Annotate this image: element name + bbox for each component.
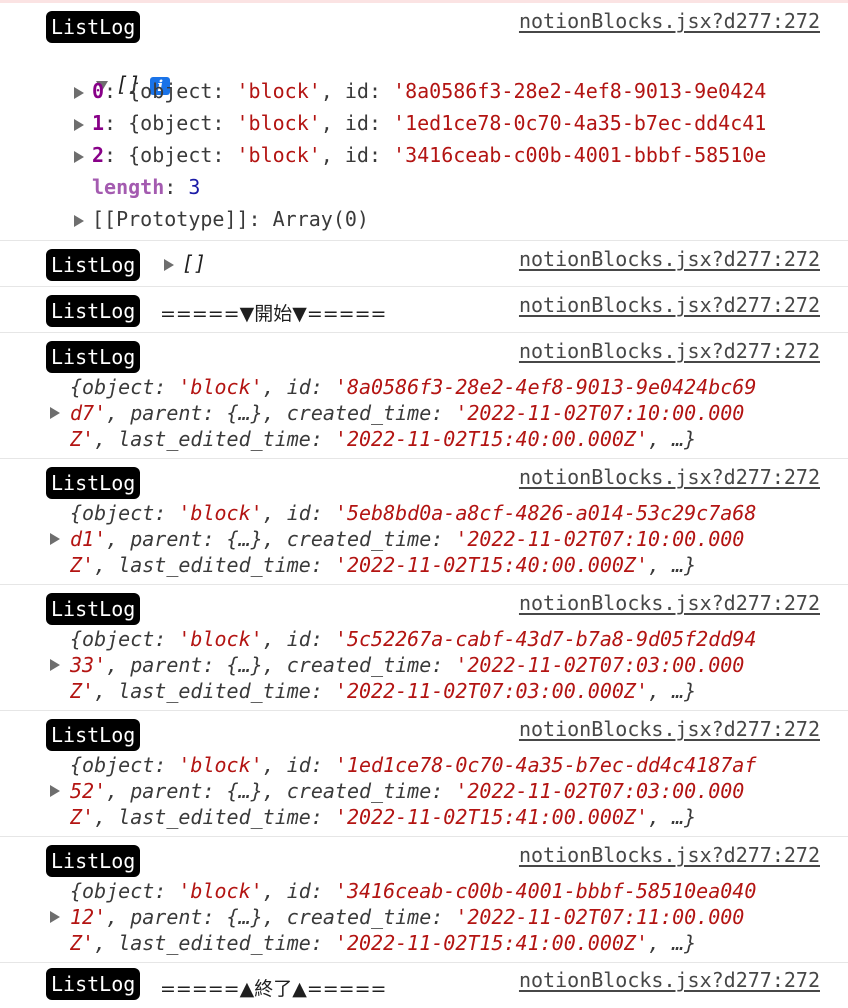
source-link[interactable]: notionBlocks.jsx?d277:272	[518, 843, 820, 867]
object-line-2: 12', parent: {…}, created_time: '2022-11…	[70, 905, 745, 929]
log-badge: ListLog	[46, 968, 141, 1000]
array-toggle-collapsed[interactable]: []	[164, 251, 206, 275]
end-marker-text: =====▲終了▲=====	[160, 978, 387, 1000]
expand-triangle-icon[interactable]	[50, 407, 60, 419]
array-label: []	[116, 72, 141, 96]
log-entry-array-expanded: ListLog notionBlocks.jsx?d277:272 [] i 0:…	[0, 3, 848, 241]
source-link[interactable]: notionBlocks.jsx?d277:272	[518, 9, 820, 33]
log-badge: ListLog	[46, 341, 141, 373]
object-line-2: d1', parent: {…}, created_time: '2022-11…	[70, 527, 745, 551]
source-link[interactable]: notionBlocks.jsx?d277:272	[518, 465, 820, 489]
expand-triangle-icon[interactable]	[50, 911, 60, 923]
expand-triangle-icon[interactable]	[50, 659, 60, 671]
object-line-1: {object: 'block', id: '3416ceab-c00b-400…	[70, 879, 757, 903]
object-line-3: Z', last_edited_time: '2022-11-02T15:40:…	[70, 553, 697, 577]
source-link[interactable]: notionBlocks.jsx?d277:272	[518, 591, 820, 615]
expand-triangle-icon	[74, 118, 84, 131]
log-entry-object[interactable]: ListLog notionBlocks.jsx?d277:272 {object:…	[0, 711, 848, 837]
object-line-3: Z', last_edited_time: '2022-11-02T15:41:…	[70, 931, 697, 955]
expand-triangle-icon	[74, 150, 84, 163]
source-link[interactable]: notionBlocks.jsx?d277:272	[518, 293, 820, 317]
array-item-0[interactable]: 0: {object: 'block', id: '8a0586f3-28e2-…	[74, 79, 766, 103]
log-badge: ListLog	[46, 845, 141, 877]
collapse-triangle-icon	[96, 80, 109, 91]
expand-triangle-icon	[74, 214, 84, 227]
log-badge: ListLog	[46, 467, 141, 499]
info-icon[interactable]: i	[150, 76, 171, 95]
source-link[interactable]: notionBlocks.jsx?d277:272	[518, 717, 820, 741]
array-length: length: 3	[92, 175, 201, 199]
object-line-3: Z', last_edited_time: '2022-11-02T15:41:…	[70, 805, 697, 829]
expand-triangle-icon	[164, 258, 174, 271]
top-border	[0, 0, 848, 3]
source-link[interactable]: notionBlocks.jsx?d277:272	[518, 247, 820, 271]
object-line-2: d7', parent: {…}, created_time: '2022-11…	[70, 401, 745, 425]
array-prototype[interactable]: [[Prototype]]: Array(0)	[74, 207, 369, 231]
expand-triangle-icon[interactable]	[50, 533, 60, 545]
log-badge: ListLog	[46, 249, 141, 281]
log-entry-array-collapsed: ListLog notionBlocks.jsx?d277:272 []	[0, 241, 848, 287]
object-line-2: 33', parent: {…}, created_time: '2022-11…	[70, 653, 745, 677]
log-badge: ListLog	[46, 593, 141, 625]
source-link[interactable]: notionBlocks.jsx?d277:272	[518, 339, 820, 363]
object-line-3: Z', last_edited_time: '2022-11-02T07:03:…	[70, 679, 697, 703]
object-line-3: Z', last_edited_time: '2022-11-02T15:40:…	[70, 427, 697, 451]
object-line-1: {object: 'block', id: '5eb8bd0a-a8cf-482…	[70, 501, 757, 525]
array-item-2[interactable]: 2: {object: 'block', id: '3416ceab-c00b-…	[74, 143, 766, 167]
expand-triangle-icon[interactable]	[50, 785, 60, 797]
object-line-1: {object: 'block', id: '8a0586f3-28e2-4ef…	[70, 375, 757, 399]
log-entry-end: ListLog notionBlocks.jsx?d277:272 =====▲…	[0, 962, 848, 1008]
log-badge: ListLog	[46, 295, 141, 327]
log-entry-object[interactable]: ListLog notionBlocks.jsx?d277:272 {object:…	[0, 837, 848, 963]
log-entry-object[interactable]: ListLog notionBlocks.jsx?d277:272 {object:…	[0, 459, 848, 585]
object-line-2: 52', parent: {…}, created_time: '2022-11…	[70, 779, 745, 803]
array-item-1[interactable]: 1: {object: 'block', id: '1ed1ce78-0c70-…	[74, 111, 766, 135]
start-marker-text: =====▼開始▼=====	[160, 303, 387, 325]
expand-triangle-icon	[74, 86, 84, 99]
log-badge: ListLog	[46, 719, 141, 751]
object-line-1: {object: 'block', id: '5c52267a-cabf-43d…	[70, 627, 757, 651]
log-entry-start: ListLog notionBlocks.jsx?d277:272 =====▼…	[0, 287, 848, 333]
log-badge: ListLog	[46, 11, 141, 43]
source-link[interactable]: notionBlocks.jsx?d277:272	[518, 968, 820, 992]
log-entry-object[interactable]: ListLog notionBlocks.jsx?d277:272 {object:…	[0, 333, 848, 459]
array-toggle[interactable]: [] i	[48, 48, 171, 120]
object-line-1: {object: 'block', id: '1ed1ce78-0c70-4a3…	[70, 753, 757, 777]
log-entry-object[interactable]: ListLog notionBlocks.jsx?d277:272 {object:…	[0, 585, 848, 711]
